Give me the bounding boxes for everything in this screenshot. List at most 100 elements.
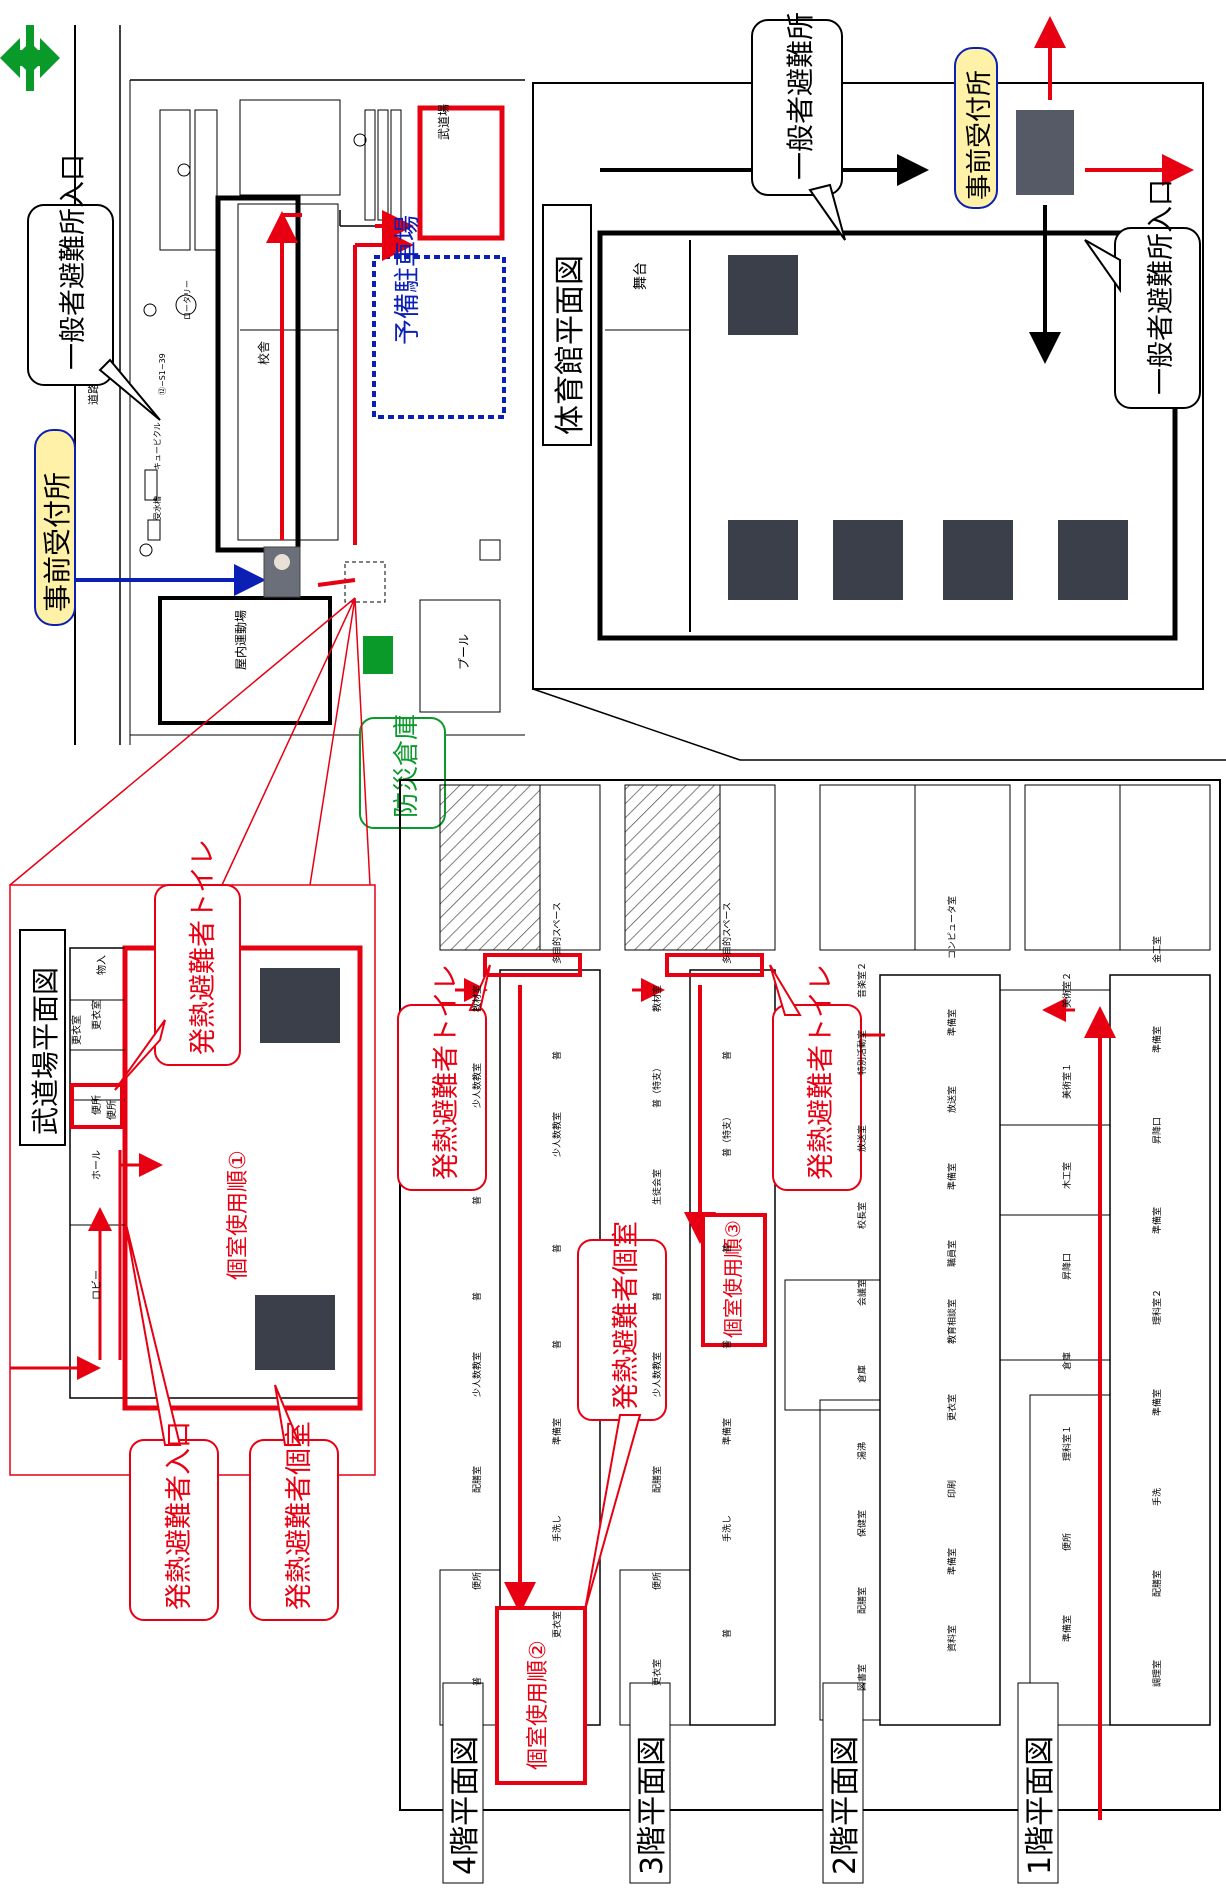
- room-label-f2: 教育相談室: [946, 1299, 958, 1344]
- room-label-f1: 倉庫: [1061, 1352, 1073, 1370]
- room-label-f3: 普: [721, 1244, 733, 1253]
- fever-toilet-callout-4f: 発熱避難者トイレ: [397, 964, 491, 1191]
- floor-2-title: 2階平面図: [822, 1682, 864, 1884]
- room-label-f2: 倉庫: [856, 1365, 868, 1383]
- room-label-f1: 昇降口: [1061, 1253, 1073, 1280]
- fever-room-callout: 発熱避難者個室: [249, 1384, 339, 1621]
- room-label-f3: 配膳室: [651, 1466, 663, 1493]
- svg-text:3階平面図: 3階平面図: [635, 1736, 670, 1875]
- budojo-room-label: 便所: [90, 1095, 103, 1115]
- room-label-f2: 放送室: [946, 1086, 958, 1113]
- budojo-room-label: 更衣室: [70, 1015, 83, 1045]
- room-label-f2: 保健室: [856, 1510, 868, 1537]
- gym-title-box: 体育館平面図: [542, 204, 592, 446]
- room-label-f4: 配膳室: [471, 1466, 483, 1493]
- site-map: [74, 25, 525, 745]
- room-label-f2: 特別活動室: [856, 1030, 868, 1075]
- reserve-parking-label: 予備駐車場: [393, 215, 423, 345]
- room-label-f4: 普: [551, 1051, 563, 1060]
- pool-label: プール: [457, 634, 471, 670]
- stage-label: 舞台: [633, 262, 649, 290]
- private-room-order-3: 個室使用順③: [701, 1213, 767, 1347]
- room-label-f2: 準備室: [946, 1009, 958, 1036]
- room-label-f4: 普: [471, 1196, 483, 1205]
- room-label-f1: 金工室: [1151, 936, 1163, 963]
- budojo-label: 武道場: [437, 104, 451, 140]
- site-small-label: ⑫−S1−39: [158, 353, 167, 395]
- room-label-f4: 教材室: [471, 985, 483, 1012]
- svg-text:個室使用順③: 個室使用順③: [721, 1220, 745, 1338]
- room-label-f2: 図書室: [856, 1664, 868, 1691]
- svg-text:発熱避難者トイレ: 発熱避難者トイレ: [188, 839, 219, 1055]
- svg-text:一般者避難所入口: 一般者避難所入口: [58, 154, 89, 370]
- room-label-f1: 便所: [1061, 1533, 1073, 1551]
- svg-text:個室使用順②: 個室使用順②: [526, 1640, 551, 1770]
- floor-4-title: 4階平面図: [442, 1682, 484, 1884]
- room-label-f2: 準備室: [946, 1548, 958, 1575]
- room-label-f4: 普: [551, 1244, 563, 1253]
- room-label-f3: 少人数教室: [651, 1352, 663, 1397]
- room-label-f1: 準備室: [1151, 1207, 1163, 1234]
- site-small-label: キュービクル: [153, 422, 162, 470]
- room-label-f2: 更衣室: [946, 1394, 958, 1421]
- room-label-f1: 美術室２: [1061, 972, 1073, 1008]
- site-small-label: 受水槽: [152, 496, 162, 520]
- reception-callout: 事前受付所: [34, 429, 76, 626]
- room-label-f2: 音楽室２: [856, 962, 868, 998]
- svg-text:一般者避難所入口: 一般者避難所入口: [1146, 179, 1177, 395]
- budojo-plan: [9, 884, 376, 1476]
- svg-text:事前受付所: 事前受付所: [965, 70, 995, 200]
- room-label-f2: 放送室: [856, 1125, 868, 1152]
- room-label-f1: 理科室２: [1151, 1289, 1163, 1325]
- room-label-f2: 印刷: [946, 1480, 958, 1498]
- room-label-f1: 昇降口: [1151, 1117, 1163, 1144]
- room-label-f3: 多目的スペース: [721, 902, 733, 964]
- room-label-f1: 理科室１: [1061, 1425, 1073, 1461]
- svg-text:2階平面図: 2階平面図: [828, 1736, 863, 1875]
- budojo-room-label: 物入: [95, 955, 108, 975]
- room-label-f2: コンピュータ室: [946, 896, 958, 959]
- room-label-f4: 普: [551, 1340, 563, 1349]
- budojo-room-label: 更衣室: [90, 1000, 103, 1030]
- room-label-f3: 教材室: [651, 985, 663, 1012]
- room-label-f4: 普: [471, 1292, 483, 1301]
- gym-entrance-callout: 一般者避難所入口: [1084, 179, 1201, 409]
- fever-toilet-callout-budojo: 発熱避難者トイレ: [114, 839, 241, 1091]
- room-label-f3: 便所: [651, 1572, 663, 1590]
- room-label-f3: 普: [721, 1629, 733, 1638]
- room-label-f4: 手洗し: [551, 1515, 563, 1542]
- budojo-room-label: 便所: [105, 1100, 118, 1120]
- fever-entrance-callout: 発熱避難者入口: [124, 1219, 219, 1621]
- gym-plan: [532, 16, 1226, 761]
- fever-toilet-callout-3f: 発熱避難者トイレ: [769, 964, 862, 1191]
- room-label-f3: 普: [651, 1292, 663, 1301]
- svg-text:発熱避難者個室: 発熱避難者個室: [611, 1221, 642, 1410]
- private-room-order-1: 個室使用順①: [226, 1150, 251, 1280]
- school-label: 校舎: [256, 341, 271, 365]
- svg-text:一般者避難所: 一般者避難所: [784, 12, 817, 180]
- svg-text:武道場平面図: 武道場平面図: [29, 967, 62, 1135]
- room-label-f2: 準備室: [946, 1163, 958, 1190]
- svg-text:体育館平面図: 体育館平面図: [553, 255, 588, 435]
- room-label-f4: 更衣室: [551, 1611, 563, 1638]
- fever-room-callout-3f: 発熱避難者個室: [577, 1221, 667, 1611]
- gym-reception-callout: 事前受付所: [954, 47, 998, 209]
- room-label-f4: 少人数教室: [471, 1063, 483, 1108]
- room-label-f3: 手洗し: [721, 1515, 733, 1542]
- room-label-f1: 調理室: [1151, 1660, 1163, 1687]
- room-label-f3: 準備室: [721, 1418, 733, 1445]
- floor-3-title: 3階平面図: [629, 1682, 671, 1884]
- indoor-field-label: 屋内運動場: [234, 610, 248, 670]
- room-label-f2: 配膳室: [856, 1587, 868, 1614]
- budojo-room-label: ロビー: [91, 1270, 103, 1300]
- room-label-f1: 木工室: [1061, 1162, 1073, 1189]
- room-label-f2: 資料室: [946, 1625, 958, 1652]
- room-label-f3: 普: [721, 1051, 733, 1060]
- room-label-f2: 校長室: [856, 1202, 868, 1229]
- svg-text:発熱避難者トイレ: 発熱避難者トイレ: [431, 964, 462, 1180]
- room-label-f3: 生徒会室: [651, 1169, 663, 1205]
- room-label-f3: 更衣室: [651, 1659, 663, 1686]
- svg-text:事前受付所: 事前受付所: [41, 472, 74, 612]
- floor-plans: [399, 779, 1221, 1820]
